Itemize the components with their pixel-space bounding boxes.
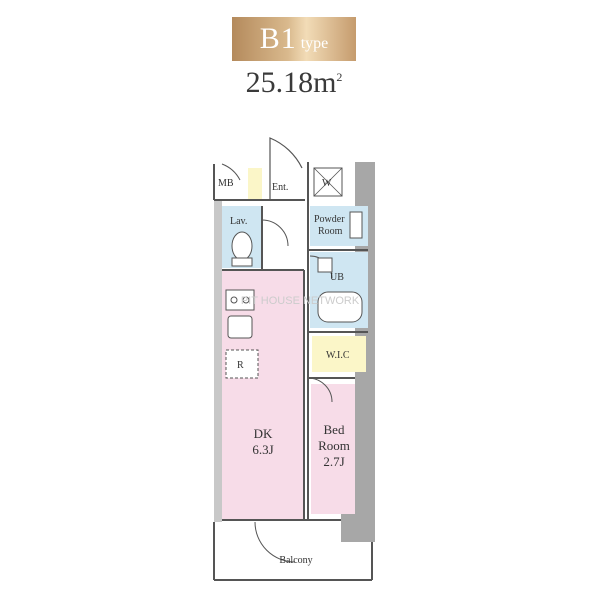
toilet-icon: [231, 231, 253, 261]
bed-label-3: 2.7J: [323, 454, 344, 469]
bed-label-2: Room: [318, 438, 350, 453]
unit-type-badge: B1 type: [232, 17, 356, 61]
bedroom-door-swing: [307, 377, 333, 403]
entrance-door-swing: [269, 137, 303, 200]
type-suffix: type: [300, 35, 329, 52]
r-label: R: [237, 360, 244, 371]
lav-door-swing: [261, 219, 289, 247]
left-wall: [214, 200, 222, 522]
bed-label-1: Bed: [324, 422, 345, 437]
burner-icon: [242, 296, 250, 304]
sink-icon: [349, 211, 363, 239]
mb-label: MB: [218, 178, 234, 189]
dk-label-2: 6.3J: [252, 442, 273, 457]
bath-sink-icon: [317, 257, 333, 273]
washer-diagonal-2: [313, 167, 343, 197]
floor-area: 25.18m2: [230, 66, 358, 100]
kitchen-sink-icon: [227, 315, 253, 339]
area-value: 25.18m: [245, 66, 337, 99]
shoe-storage: [248, 168, 262, 200]
walk-in-closet: [312, 336, 366, 372]
bathtub-icon: [317, 291, 363, 323]
lav-label: Lav.: [230, 216, 247, 227]
ent-label: Ent.: [272, 182, 288, 193]
burner-icon: [230, 296, 238, 304]
mb-door-swing: [221, 163, 241, 181]
toilet-tank-icon: [231, 257, 253, 267]
powder-label-2: Room: [318, 226, 343, 237]
bedroom: [311, 384, 355, 514]
type-label: B1: [259, 22, 297, 55]
washer-space: [313, 167, 343, 197]
watermark: PIT HOUSE NETWORK: [241, 295, 360, 307]
refrigerator-space: [225, 349, 259, 379]
w-label: W: [322, 178, 332, 189]
ub-label: UB: [330, 272, 344, 283]
powder-label-1: Powder: [314, 214, 345, 225]
dk-label-1: DK: [254, 426, 273, 441]
wic-label: W.I.C: [326, 350, 350, 361]
balcony-door-swing: [254, 521, 296, 563]
stove-icon: [225, 289, 255, 311]
area-unit: 2: [336, 70, 343, 84]
balcony-label: Balcony: [279, 555, 312, 566]
dk-room: [222, 270, 304, 520]
